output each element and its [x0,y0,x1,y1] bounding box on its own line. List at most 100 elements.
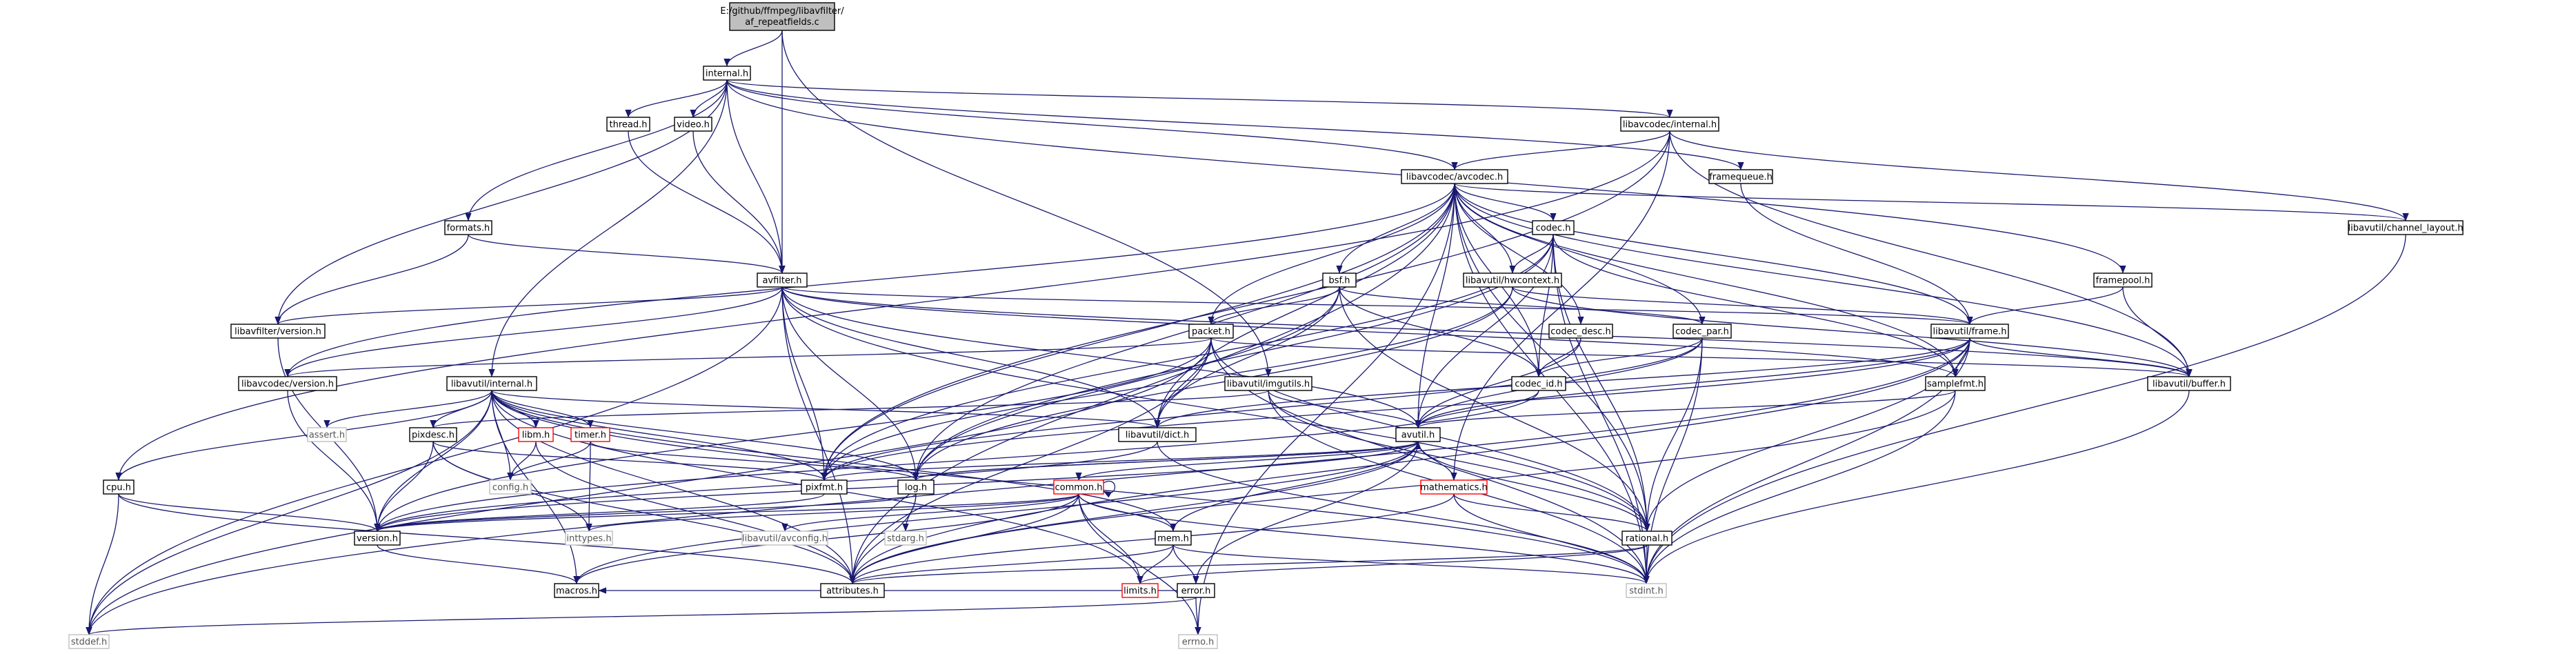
node-formats[interactable]: formats.h [444,220,492,235]
edge-common-to-inttypes [586,493,1079,532]
node-attributes[interactable]: attributes.h [820,583,885,598]
edge-cpu-to-version [118,493,381,532]
node-box-codec_id [1511,376,1566,391]
node-mathematics[interactable]: mathematics.h [1420,479,1488,495]
node-error[interactable]: error.h [1177,583,1215,598]
node-packet[interactable]: packet.h [1188,324,1234,339]
node-common[interactable]: common.h [1053,479,1104,495]
node-samplefmt[interactable]: samplefmt.h [1925,376,1986,391]
node-codec_desc[interactable]: codec_desc.h [1548,324,1613,339]
node-avutil[interactable]: avutil.h [1395,427,1441,442]
edge-timer-to-log [590,441,919,481]
node-box-lavu_internal [446,376,537,391]
edge-lavu_internal-to-attributes [491,390,856,584]
node-rational[interactable]: rational.h [1621,531,1673,546]
node-box-lavc_internal [1620,117,1719,132]
node-framepool[interactable]: framepool.h [2093,272,2153,288]
edge-lavc_avcodec-to-samplefmt [1454,183,1959,377]
node-internal[interactable]: internal.h [703,66,751,81]
node-lavu_internal[interactable]: libavutil/internal.h [446,376,537,391]
node-buffer[interactable]: libavutil/buffer.h [2147,376,2231,391]
node-thread[interactable]: thread.h [606,117,650,132]
node-box-frame [1930,324,2009,339]
node-box-codec_desc [1548,324,1613,339]
node-imgutils[interactable]: libavutil/imgutils.h [1224,376,1312,391]
node-lavc_version[interactable]: libavcodec/version.h [238,376,337,391]
node-box-version [354,531,401,546]
node-box-lavc_avcodec [1401,169,1508,184]
node-libm[interactable]: libm.h [518,427,554,442]
node-label-packet: packet.h [1192,327,1230,337]
node-box-thread [606,117,650,132]
node-label-lavu_internal: libavutil/internal.h [451,379,532,390]
node-label-avfilter: avfilter.h [762,276,801,286]
node-label-bsf: bsf.h [1328,276,1350,286]
edge-common-to-stdint [1078,493,1650,584]
node-pixfmt[interactable]: pixfmt.h [801,479,848,495]
edge-codec_par-to-rational [1644,337,1703,532]
node-avfilter[interactable]: avfilter.h [757,272,808,288]
node-lavc_internal[interactable]: libavcodec/internal.h [1620,117,1719,132]
edge-avutil-to-error [1192,441,1419,584]
edge-avutil-to-rational [1417,441,1650,532]
node-lavc_avcodec[interactable]: libavcodec/avcodec.h [1401,169,1508,184]
edge-lavu_internal-to-macros [491,390,580,584]
node-hwcontext[interactable]: libavutil/hwcontext.h [1463,272,1562,288]
node-box-bsf [1322,272,1357,288]
edge-internal-to-framequeue [726,79,1744,170]
node-box-timer [570,427,610,442]
edge-bsf-to-packet [1208,286,1340,325]
edge-formats-to-avfilter [468,234,786,274]
node-label-lavc_avcodec: libavcodec/avcodec.h [1406,172,1504,183]
edge-codec_id-to-avutil [1415,390,1539,428]
edge-avutil-to-macros [573,441,1419,584]
node-pixdesc[interactable]: pixdesc.h [409,427,457,442]
node-framequeue[interactable]: framequeue.h [1708,169,1773,184]
node-codec_id[interactable]: codec_id.h [1511,376,1566,391]
node-video[interactable]: video.h [674,117,712,132]
node-label-dict: libavutil/dict.h [1126,430,1190,441]
node-box-pixfmt [801,479,848,495]
node-label-pixdesc: pixdesc.h [412,430,455,441]
node-box-cpu [103,479,134,495]
node-log[interactable]: log.h [897,479,935,495]
node-label-frame: libavutil/frame.h [1933,327,2007,337]
node-bsf[interactable]: bsf.h [1322,272,1357,288]
edge-codec-to-codec_id [1535,234,1554,377]
edge-lavc_avcodec-to-attributes [849,183,1455,584]
edge-common-to-avconfig [781,493,1079,532]
node-version[interactable]: version.h [354,531,401,546]
edge-packet-to-lavc_version [284,337,1212,377]
node-box-root [729,2,835,31]
node-limits[interactable]: limits.h [1121,583,1159,598]
node-label-limits: limits.h [1124,586,1157,597]
node-frame[interactable]: libavutil/frame.h [1930,324,2009,339]
edge-avutil-to-pixfmt [821,441,1419,481]
edge-hwcontext-to-pixfmt [821,286,1513,481]
node-dict[interactable]: libavutil/dict.h [1118,427,1197,442]
node-macros[interactable]: macros.h [554,583,599,598]
node-root[interactable]: E:/github/ffmpeg/libavfilter/af_repeatfi… [720,2,844,31]
node-label-errno: errno.h [1182,637,1215,648]
node-box-inttypes [565,531,613,546]
node-box-stdarg [884,531,927,546]
edge-frame-to-attributes [849,337,1970,584]
node-label-codec: codec.h [1536,224,1571,234]
edge-internal-to-lavc_internal [726,79,1673,118]
node-mem[interactable]: mem.h [1155,531,1192,546]
node-box-libm [518,427,554,442]
edge-avfilter-to-dict [781,286,1161,428]
node-codec[interactable]: codec.h [1532,220,1575,235]
node-label-codec_id: codec_id.h [1515,379,1562,390]
node-box-stddef [68,634,110,649]
node-chlayout[interactable]: libavutil/channel_layout.h [2348,220,2464,235]
node-box-avutil [1395,427,1441,442]
edge-log-to-avutil [915,441,1421,481]
node-codec_par[interactable]: codec_par.h [1673,324,1732,339]
node-timer[interactable]: timer.h [570,427,610,442]
node-cpu[interactable]: cpu.h [103,479,134,495]
node-lavf_version[interactable]: libavfilter/version.h [230,324,326,339]
edge-video-to-avfilter [692,130,786,274]
edge-lavu_internal-to-pixfmt [491,390,828,481]
edge-formats-to-lavf_version [274,234,469,325]
